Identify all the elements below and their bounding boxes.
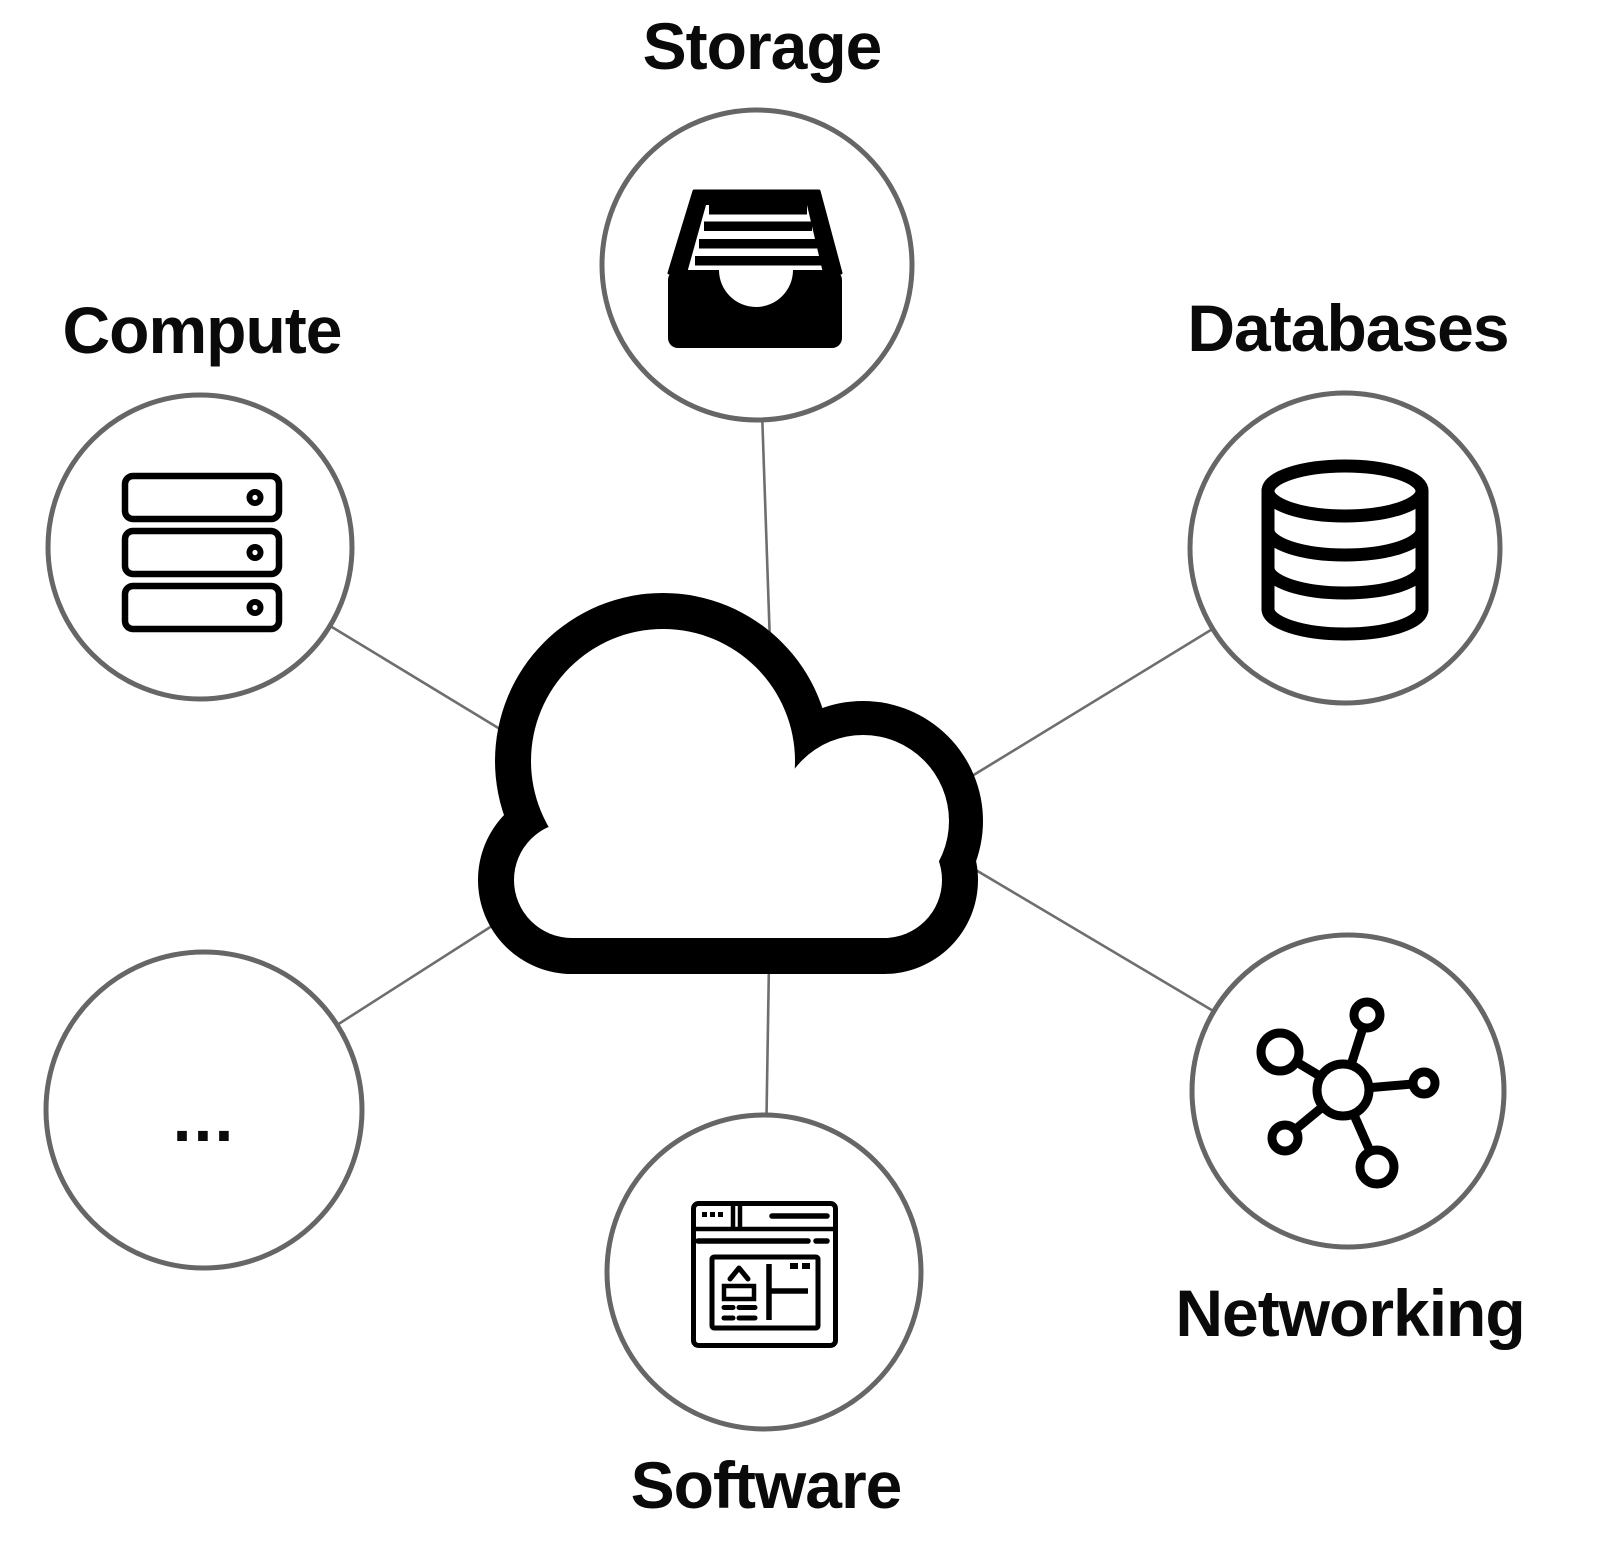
node-circle-compute — [45, 392, 355, 702]
database-icon — [1261, 459, 1429, 641]
label-more-dots: ... — [172, 1080, 236, 1156]
server-stack-icon — [121, 472, 283, 633]
label-software: Software — [630, 1448, 903, 1522]
cloud-icon — [478, 593, 983, 974]
node-circle-more — [43, 949, 365, 1271]
label-databases: Databases — [1187, 291, 1509, 365]
label-networking: Networking — [1175, 1276, 1525, 1350]
node-circle-software — [604, 1112, 924, 1432]
browser-window-icon — [691, 1201, 838, 1348]
network-hub-icon — [1256, 997, 1440, 1189]
archive-drawer-icon — [667, 189, 843, 348]
node-circle-databases — [1187, 390, 1503, 706]
label-compute: Compute — [62, 293, 343, 367]
label-storage: Storage — [642, 9, 883, 83]
